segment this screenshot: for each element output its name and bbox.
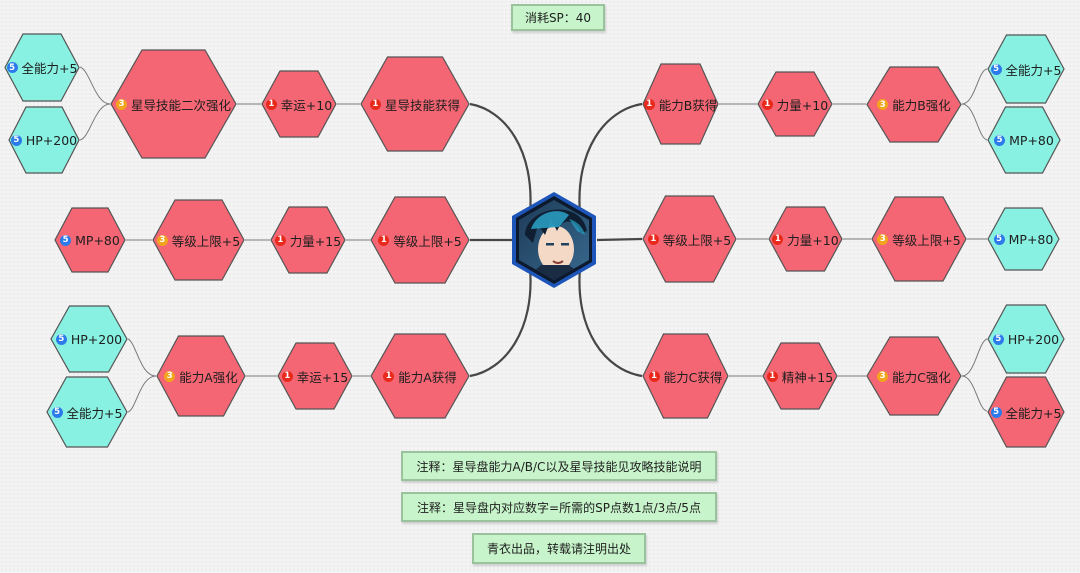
node-l3-c2-label: 全能力+5 [66, 405, 123, 421]
node-l3-root-label: 能力A获得 [398, 369, 457, 385]
tier-1-badge-icon: 1 [766, 370, 778, 382]
note-box-2: 注释：星导盘内对应数字=所需的SP点数1点/3点/5点 [401, 492, 717, 522]
tier-5-badge-icon: 5 [6, 62, 18, 73]
node-r2-a-label: 力量+10 [787, 232, 839, 248]
note-text-1: 注释：星导盘能力A/B/C以及星导技能见攻略技能说明 [416, 459, 702, 474]
sp-cost-label: 消耗SP：40 [511, 4, 605, 31]
tier-3-badge-icon: 3 [164, 370, 176, 382]
node-r3-c2-label: 全能力+5 [1005, 405, 1062, 421]
node-r1-root-label: 能力B获得 [658, 97, 718, 113]
node-r3-a-label: 精神+15 [781, 369, 834, 385]
node-r3-b-label: 能力C强化 [892, 369, 951, 385]
node-l3-a-label: 幸运+15 [296, 369, 349, 385]
note-box-1: 注释：星导盘能力A/B/C以及星导技能见攻略技能说明 [401, 451, 717, 481]
credit-text: 青衣出品，转载请注明出处 [486, 542, 631, 556]
node-l2-b-label: 等级上限+5 [171, 233, 241, 249]
tier-5-badge-icon: 5 [990, 406, 1002, 418]
node-r1-c1-label: 全能力+5 [1005, 62, 1062, 78]
tier-3-badge-icon: 3 [877, 233, 889, 245]
character-avatar [511, 191, 597, 289]
tier-1-badge-icon: 1 [772, 233, 784, 245]
tier-1-badge-icon: 1 [643, 98, 655, 110]
tier-5-badge-icon: 5 [990, 63, 1002, 75]
tier-1-badge-icon: 1 [369, 98, 381, 110]
tier-3-badge-icon: 3 [156, 234, 168, 246]
tier-5-badge-icon: 5 [992, 333, 1004, 345]
tier-5-badge-icon: 5 [994, 134, 1006, 146]
node-r2-b-label: 等级上限+5 [892, 232, 961, 248]
tier-5-badge-icon: 5 [60, 234, 72, 246]
credit-box: 青衣出品，转载请注明出处 [472, 533, 646, 564]
tier-3-badge-icon: 3 [877, 99, 889, 110]
node-l1-c1-label: 全能力+5 [21, 61, 78, 76]
node-l3-c1-label: HP+200 [70, 331, 123, 347]
node-l1-c2-label: HP+200 [25, 132, 78, 148]
node-l1-b-label: 星导技能二次强化 [130, 97, 231, 113]
node-l2-root-label: 等级上限+5 [393, 233, 462, 249]
node-l1-a-label: 幸运+10 [280, 97, 333, 113]
tier-1-badge-icon: 1 [378, 234, 390, 246]
tier-1-badge-icon: 1 [281, 370, 293, 382]
tier-1-badge-icon: 1 [383, 370, 395, 382]
node-l3-b-label: 能力A强化 [179, 369, 238, 385]
node-r1-c2-label: MP+80 [1009, 132, 1054, 148]
node-r2-root-label: 等级上限+5 [662, 232, 732, 248]
tier-1-badge-icon: 1 [648, 370, 660, 382]
tier-1-badge-icon: 1 [761, 98, 773, 110]
tier-5-badge-icon: 5 [55, 333, 67, 345]
note-text-2: 注释：星导盘内对应数字=所需的SP点数1点/3点/5点 [417, 500, 701, 515]
node-r3-root-label: 能力C获得 [663, 369, 723, 385]
tier-1-badge-icon: 1 [274, 234, 286, 246]
tier-5-badge-icon: 5 [51, 406, 63, 418]
tier-1-badge-icon: 1 [265, 98, 277, 110]
sp-cost-text: 消耗SP：40 [524, 11, 592, 25]
node-l2-c-label: MP+80 [75, 232, 120, 248]
tier-1-badge-icon: 1 [647, 233, 659, 245]
tier-5-badge-icon: 5 [993, 233, 1005, 245]
character-portrait-icon [512, 192, 596, 288]
node-r1-b-label: 能力B强化 [892, 98, 951, 113]
node-l2-a-label: 力量+15 [289, 233, 342, 249]
node-l1-root-label: 星导技能获得 [384, 97, 460, 113]
node-r3-c1-label: HP+200 [1007, 331, 1060, 347]
node-r1-a-label: 力量+10 [776, 97, 829, 113]
tier-3-badge-icon: 3 [877, 370, 889, 382]
tier-5-badge-icon: 5 [10, 134, 22, 146]
tier-3-badge-icon: 3 [115, 98, 127, 110]
node-r2-c-label: MP+80 [1008, 231, 1054, 247]
